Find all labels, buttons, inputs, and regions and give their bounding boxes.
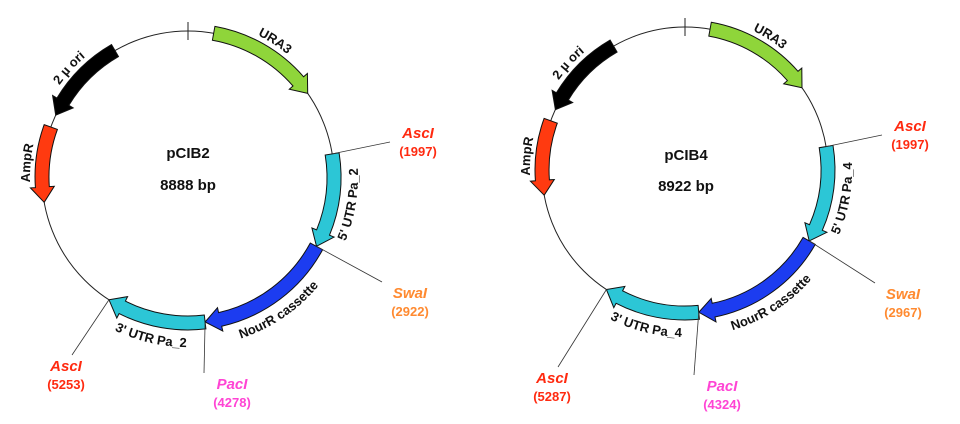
- restriction-site-asci: AscI: [401, 125, 435, 142]
- feature-arrow-ampr: [529, 117, 558, 196]
- feature-arrow-5-utr-pa-4: [804, 144, 836, 242]
- restriction-site-position: (1997): [891, 137, 929, 152]
- site-leader-line: [825, 134, 883, 147]
- plasmid-name: pCIB2: [166, 145, 209, 162]
- site-leader-line: [316, 245, 383, 283]
- feature-arrow-3-utr-pa-2: [108, 295, 207, 331]
- feature-arrow-ampr: [29, 123, 59, 204]
- restriction-site-swai: SwaI: [393, 285, 428, 302]
- feature-arrow-2-ori: [51, 43, 120, 116]
- restriction-site-paci: PacI: [217, 376, 249, 393]
- plasmid-name: pCIB4: [664, 147, 708, 164]
- feature-arrow-nourr-cassette: [204, 242, 324, 333]
- site-leader-line: [808, 240, 876, 284]
- site-leader-line: [332, 141, 391, 155]
- plasmid-size: 8922 bp: [658, 178, 714, 195]
- restriction-site-asci: AscI: [49, 358, 83, 375]
- restriction-site-asci: AscI: [535, 370, 569, 387]
- restriction-site-position: (2967): [884, 305, 922, 320]
- site-leader-line: [71, 299, 110, 356]
- restriction-site-position: (4324): [703, 397, 741, 412]
- feature-arrow-ura3: [211, 25, 309, 95]
- feature-arrow-3-utr-pa-4: [605, 285, 700, 321]
- restriction-site-asci: AscI: [893, 118, 927, 135]
- restriction-site-position: (5253): [47, 377, 85, 392]
- restriction-site-position: (4278): [213, 395, 251, 410]
- restriction-site-paci: PacI: [707, 378, 739, 395]
- feature-label-ampr: AmpR: [18, 141, 36, 182]
- feature-label-ampr: AmpR: [518, 135, 536, 176]
- feature-arrow-ura3: [708, 21, 803, 89]
- plasmid-size: 8888 bp: [160, 177, 216, 194]
- restriction-site-swai: SwaI: [886, 286, 921, 303]
- site-leader-line: [203, 321, 206, 374]
- restriction-site-position: (2922): [391, 304, 429, 319]
- feature-arrow-2-ori: [551, 39, 618, 111]
- restriction-site-position: (1997): [399, 144, 437, 159]
- site-leader-line: [557, 289, 607, 368]
- site-leader-line: [693, 312, 700, 376]
- restriction-site-position: (5287): [533, 389, 571, 404]
